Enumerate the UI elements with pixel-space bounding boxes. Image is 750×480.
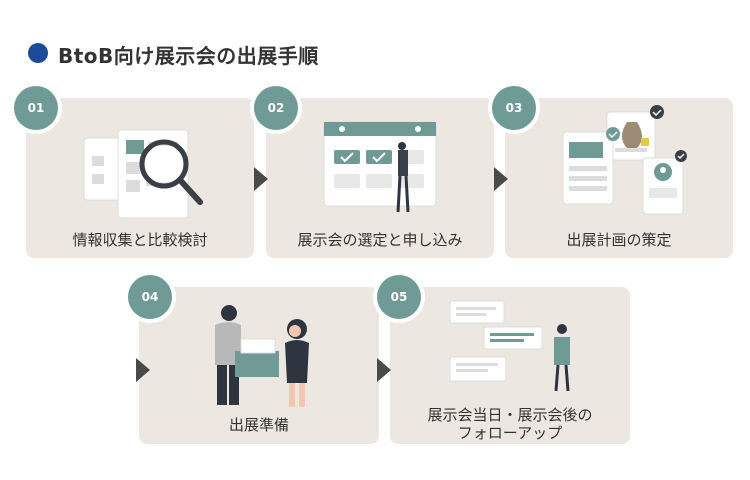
calendar-person-illustration [323, 121, 437, 213]
chat-followup-illustration [449, 300, 570, 392]
step-card-02: 展示会の選定と申し込み [266, 98, 494, 258]
step-card-05: 展示会当日・展示会後の フォローアップ [390, 287, 630, 444]
step-arrow-icon [377, 358, 391, 382]
handover-people-illustration [215, 305, 309, 407]
step-card-01: 情報収集と比較検討 [26, 98, 254, 258]
step-card-04: 出展準備 [139, 287, 379, 444]
title-bullet-icon [28, 43, 48, 63]
step-label: 出展計画の策定 [566, 231, 672, 249]
step-label: 展示会の選定と申し込み [297, 231, 463, 249]
step-label: 情報収集と比較検討 [72, 231, 208, 249]
step-number-badge: 03 [492, 86, 536, 130]
step-number-badge: 02 [254, 86, 298, 130]
step-label-line1: 展示会当日・展示会後の [427, 406, 593, 424]
step-card-03: 出展計画の策定 [505, 98, 733, 258]
step-arrow-icon [254, 167, 268, 191]
step-arrow-icon [494, 167, 508, 191]
step-arrow-icon [136, 358, 150, 382]
planning-documents-illustration [562, 105, 687, 215]
step-label-line2: フォローアップ [457, 424, 563, 442]
page-title: BtoB向け展示会の出展手順 [58, 44, 319, 68]
magnifier-document-illustration [83, 129, 203, 219]
step-number-badge: 05 [377, 275, 421, 319]
step-number-badge: 04 [128, 275, 172, 319]
step-number-badge: 01 [14, 86, 58, 130]
step-label: 出展準備 [228, 416, 289, 434]
